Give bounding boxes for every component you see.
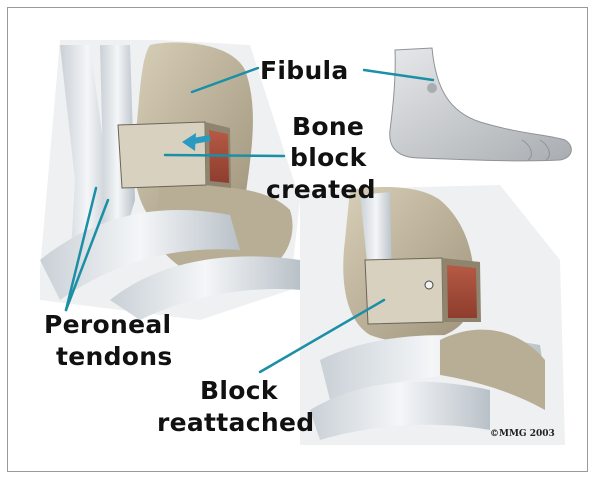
label-bone: Bone xyxy=(292,112,364,141)
label-created: created xyxy=(266,175,376,204)
copyright-notice: ©MMG 2003 xyxy=(490,429,555,439)
label-block: block xyxy=(290,143,367,172)
label-peroneal: Peroneal xyxy=(44,310,171,339)
foot-silhouette xyxy=(390,48,572,161)
ankle-bottom-right xyxy=(300,185,565,445)
label-fibula: Fibula xyxy=(260,56,349,85)
label-block-reattached-1: Block xyxy=(200,376,278,405)
screw-icon xyxy=(425,281,433,289)
reattached-block xyxy=(365,258,443,324)
label-tendons: tendons xyxy=(56,342,173,371)
label-block-reattached-2: reattached xyxy=(157,408,314,437)
marrow-cut-2 xyxy=(447,265,477,318)
bone-block-leader xyxy=(165,155,284,156)
